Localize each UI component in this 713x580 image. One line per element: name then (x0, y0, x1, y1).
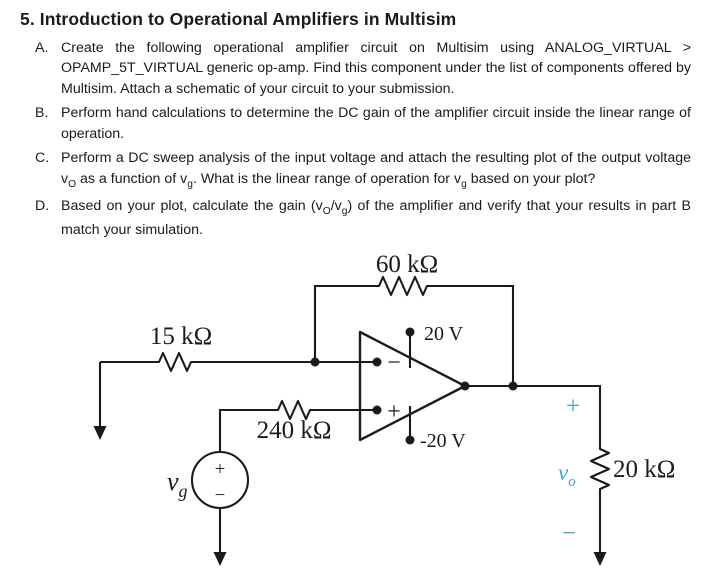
neg-supply-label: -20 V (420, 430, 466, 452)
page-title: 5. Introduction to Operational Amplifier… (20, 9, 457, 29)
source-ground-arrow (213, 552, 227, 567)
item-text: Perform hand calculations to determine t… (61, 103, 693, 144)
text-run: Perform hand calculations to determine t… (61, 105, 691, 142)
subscript: O (322, 205, 331, 217)
output-minus-label: − (562, 520, 576, 547)
list-item-b: B. Perform hand calculations to determin… (35, 103, 693, 144)
left-ground-arrow (93, 426, 107, 441)
opamp-circuit-diagram: − + + − 60 kΩ 15 kΩ 240 kΩ (20, 244, 693, 579)
opamp-triangle (358, 330, 467, 442)
subscript: O (68, 178, 77, 190)
source-voltage-label: vg (167, 467, 188, 501)
item-text: Based on your plot, calculate the gain (… (61, 196, 693, 240)
subscript: g (187, 178, 193, 190)
opamp-minus-label: − (387, 350, 401, 376)
text-run: /v (330, 198, 342, 215)
subscript: g (461, 178, 467, 190)
item-label: D. (35, 198, 50, 215)
feedback-wire (313, 285, 515, 387)
input-resistor (153, 352, 200, 373)
node-dot (372, 357, 382, 367)
source-plus-label: + (215, 459, 226, 480)
text-run: ) of the amplifier and verify that your … (61, 198, 691, 238)
text-run: Perform a DC sweep analysis of the input… (61, 150, 691, 187)
output-node-dot (508, 381, 518, 391)
gain-resistor-label: 240 kΩ (257, 417, 332, 444)
output-plus-label: + (566, 393, 580, 420)
neg-supply-terminal-dot (405, 435, 415, 445)
text-run: . What is the linear range of operation … (192, 170, 462, 187)
list-item-a: A. Create the following operational ampl… (35, 38, 693, 99)
load-ground-arrow (593, 552, 607, 567)
feedback-resistor-label: 60 kΩ (376, 251, 438, 278)
output-voltage-label: vo (558, 460, 576, 490)
subscript: g (341, 205, 348, 217)
source-circle (190, 451, 250, 510)
output-var: v (558, 460, 569, 485)
node-dots (310, 327, 518, 445)
opamp-output-dot (460, 381, 470, 391)
item-label: C. (35, 150, 50, 167)
opamp-plus-label: + (387, 399, 401, 425)
node-dot (310, 357, 320, 367)
text-run: as a function of v (76, 170, 188, 187)
item-label: B. (35, 105, 49, 122)
source-minus-label: − (215, 485, 226, 506)
text-run: based on your plot? (466, 170, 596, 187)
item-text: Create the following operational amplifi… (61, 38, 693, 99)
node-dot (372, 405, 382, 415)
list-item-c: C. Perform a DC sweep analysis of the in… (35, 148, 693, 192)
noninverting-input-wire (218, 409, 360, 453)
list-item-d: D. Based on your plot, calculate the gai… (35, 196, 693, 240)
text-run: Based on your plot, calculate the gain (… (61, 198, 323, 215)
input-resistor-label: 15 kΩ (150, 323, 212, 350)
source-sub: g (179, 481, 188, 501)
load-resistor-label: 20 kΩ (613, 456, 675, 483)
item-label: A. (35, 40, 49, 56)
item-text: Perform a DC sweep analysis of the input… (61, 148, 693, 192)
pos-supply-terminal-dot (405, 327, 415, 337)
output-sub: o (568, 474, 576, 490)
text-run: Create the following operational amplifi… (61, 40, 691, 97)
source-var: v (167, 467, 179, 496)
instruction-list: A. Create the following operational ampl… (35, 38, 693, 240)
load-resistor (589, 444, 611, 495)
feedback-resistor (373, 276, 440, 297)
gain-resistor (272, 400, 320, 421)
circuit-svg: − + + − 60 kΩ 15 kΩ 240 kΩ (93, 251, 675, 567)
wires (98, 285, 602, 553)
pos-supply-label: 20 V (424, 323, 464, 345)
